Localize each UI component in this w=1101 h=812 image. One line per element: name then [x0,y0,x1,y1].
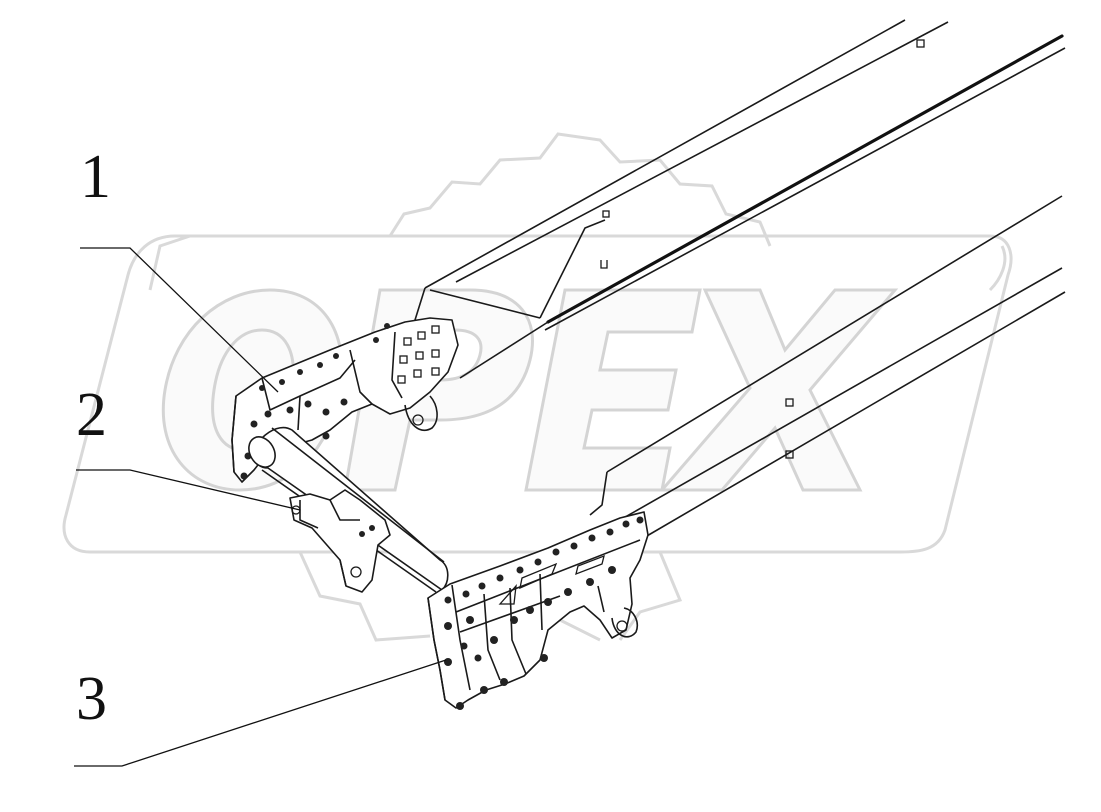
leader-line-3 [74,659,447,767]
left-frame-rail [404,19,1066,379]
watermark-gear [148,132,1007,292]
bracket-hole [616,620,628,632]
front-bracket-right [427,511,649,710]
bracket-hole [350,566,362,578]
cross-member-tube [248,426,449,593]
watermark-gear-bottom [298,551,683,642]
rail-slot [600,260,608,269]
rail-hole [785,398,794,407]
bracket-slot [575,554,605,576]
callout-number-3: 3 [76,665,107,733]
watermark-rounded-band [62,234,1013,554]
tube-mount-bracket [289,489,391,593]
rail-hole [602,210,610,218]
rail-holes-left [397,325,440,384]
watermark-letter-x [658,288,899,492]
bracket-slot [519,562,558,590]
bracket-cutout [498,584,517,605]
right-frame-rail [589,195,1066,541]
leader-line-1 [80,247,279,393]
callout-number-2: 2 [76,381,107,449]
leader-line-2 [76,469,301,511]
bracket-bolts [444,516,644,710]
callout-number-1: 1 [80,143,111,211]
rail-hole [916,39,925,48]
bracket-hole [412,414,424,426]
leader-lines [74,247,447,767]
rail-hole [785,450,794,459]
